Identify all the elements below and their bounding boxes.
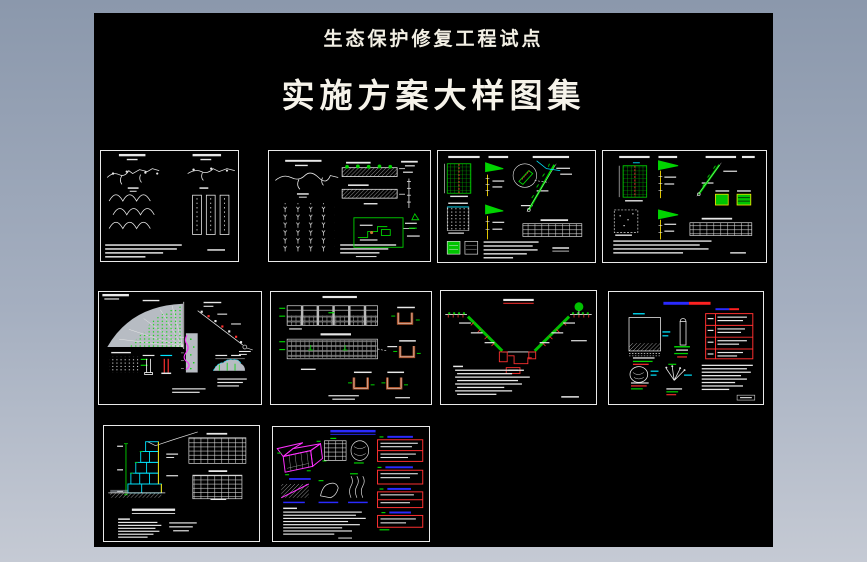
panel-10-graphics [276,429,424,539]
drawing-panel-mesh-1 [437,150,596,263]
panel-2-graphics [275,159,420,258]
panel-8-graphics [628,301,756,401]
drawing-panel-slope-plan [98,291,262,405]
drawing-panel-valley-section [440,290,597,405]
sheet-title: 实施方案大样图集 [281,79,586,115]
drawing-panel-planting-1 [100,150,239,262]
panel-9-graphics [108,431,247,538]
panel-3-graphics [444,155,583,259]
drawing-panel-mesh-2 [602,150,767,263]
drawing-panel-gabion-basket [272,426,430,542]
panel-7-graphics [445,298,592,398]
panel-6-graphics [279,295,421,400]
cad-sheet: 生态保护修复工程试点 实施方案大样图集 [94,13,773,547]
drawing-panel-gabion-wall [103,425,260,542]
sheet-subtitle: 生态保护修复工程试点 [323,29,544,50]
drawing-panel-tree-detail [608,291,764,405]
panel-4-graphics [613,155,755,254]
panel-1-graphics [105,153,235,258]
drawing-panel-planting-2 [268,150,431,262]
panel-5-graphics [102,293,253,393]
drawing-panel-channel [270,291,432,405]
